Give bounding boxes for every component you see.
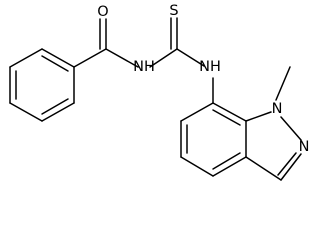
benzene-ring [9,48,75,122]
bond [9,102,43,122]
bond [41,55,69,72]
bond [41,98,69,115]
bond [73,48,107,68]
bond [180,102,214,122]
bond [245,111,272,122]
oxygen-atom-label: O [97,4,108,20]
bond [212,156,247,177]
bond [275,66,291,101]
bond [212,152,241,170]
indazole-ring [180,102,302,181]
indazole-n1-label: N [272,101,283,117]
indazole-n2-label: N [299,139,310,155]
bond [41,102,75,122]
bond [176,48,205,67]
thio-nh-label: NH [199,59,221,75]
bond [280,153,302,181]
bond [9,48,43,68]
bond [41,48,75,68]
bond [212,102,247,122]
bond [245,156,282,181]
bond [212,109,241,126]
bond [105,48,139,68]
amide-nh-label: NH [133,59,155,75]
chemical-structure: O S NH NH N N [9,3,310,181]
bond [280,116,302,141]
bond [277,152,297,176]
bond [180,156,214,177]
sulfur-atom-label: S [169,3,178,19]
bond [149,48,178,68]
